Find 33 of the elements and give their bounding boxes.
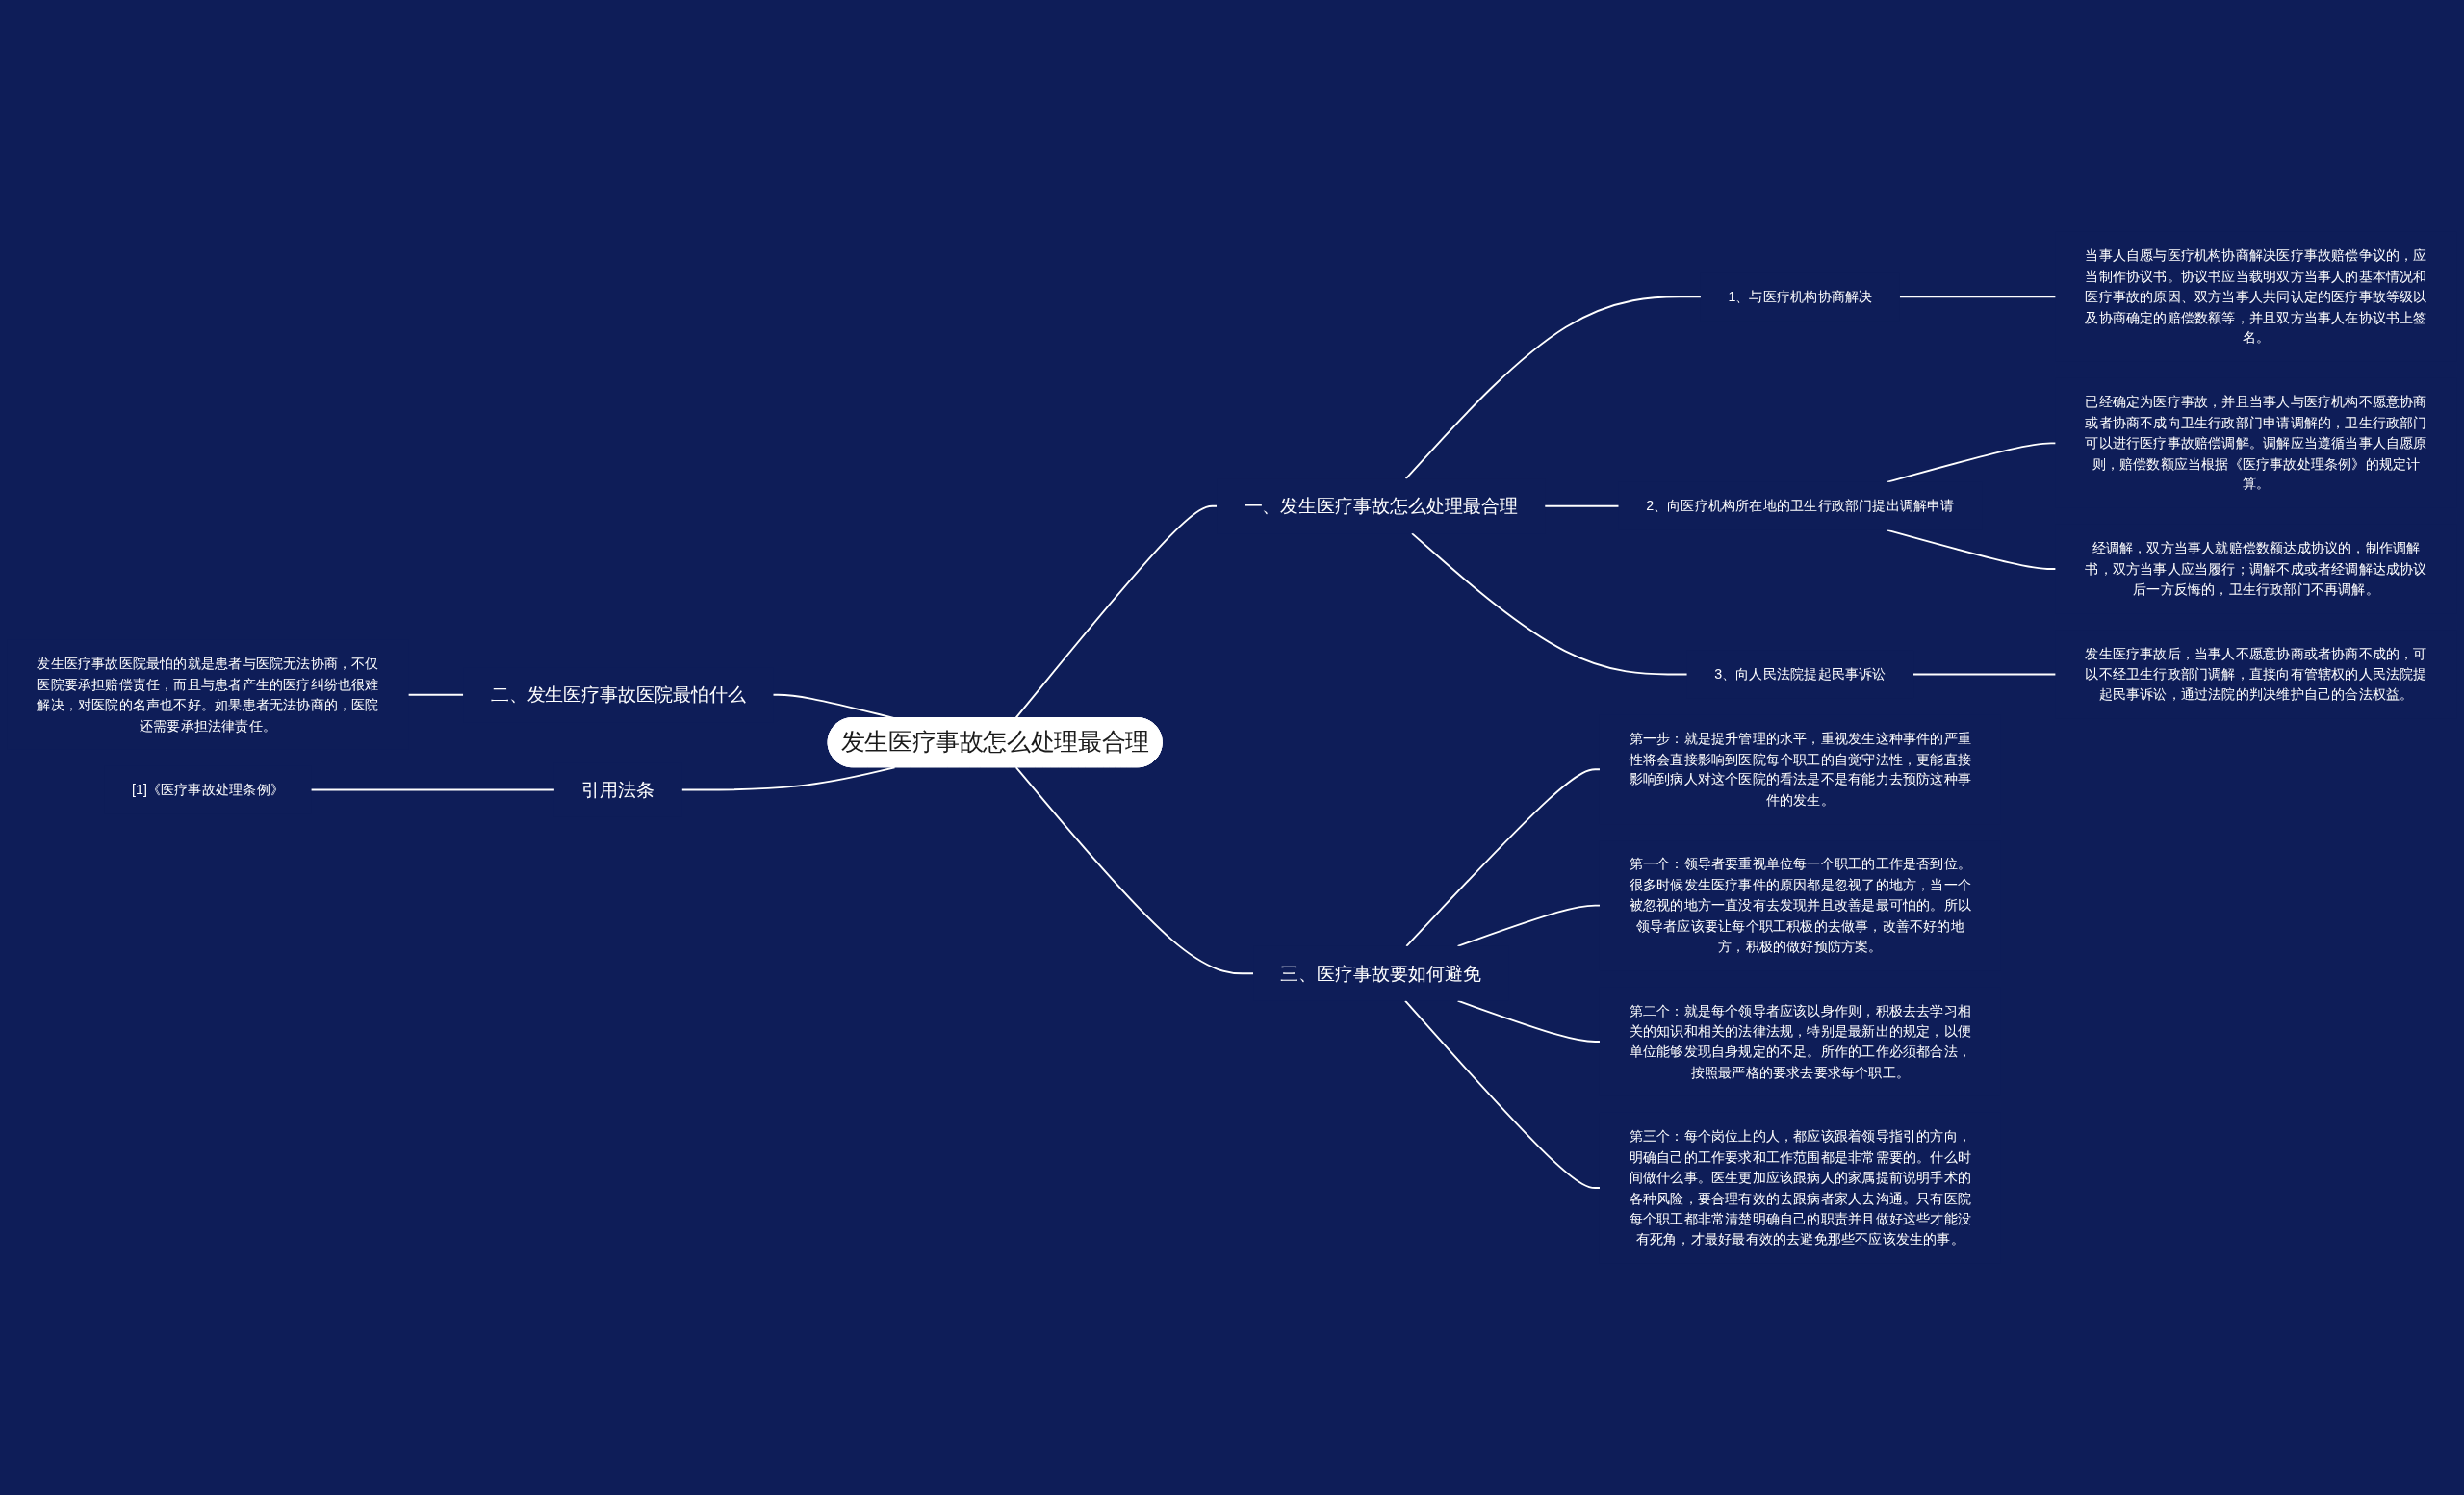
node-text: 一、发生医疗事故怎么处理最合理 — [1244, 496, 1518, 517]
node-text: 第二个：就是每个领导者应该以身作则，积极去去学习相关的知识和相关的法律法规，特别是最新出的规定，以便单位能够发现自身规定的不足。所作的工作必须都合法，按照最严格的要求去要求每个职工。 — [1629, 1002, 1971, 1080]
node-text: 经调解，双方当事人就赔偿数额达成协议的，制作调解书，双方当事人应当履行；调解不成或者经调解达成协议后一方反悔的，卫生行政部门不再调解。 — [2085, 539, 2427, 597]
node-text: 1、与医疗机构协商解决 — [1728, 288, 1873, 304]
connector — [1898, 296, 2057, 298]
node-text: 引用法条 — [581, 780, 655, 800]
connector — [1544, 504, 1620, 507]
node-text: 二、发生医疗事故医院最怕什么 — [490, 684, 746, 706]
connector — [1411, 532, 1688, 676]
connector — [680, 766, 896, 791]
node-text: 发生医疗事故医院最怕的就是患者与医院无法协商，不仅医院要承担赔偿责任，而且与患者产生的医疗纠纷也很难解决，对医院的名声也不好。如果患者无法协商的，医院还需要承担法律责任。 — [37, 656, 379, 734]
node-text: 当事人自愿与医疗机构协商解决医疗事故赔偿争议的，应当制作协议书。协议书应当载明双方当事人的基本情况和医疗事故的原因、双方当事人共同认定的医疗事故等级以及协商确定的赔偿数额等，并且双方当事人在协议书上签名。 — [2085, 246, 2427, 346]
node-text: 第一个：领导者要重视单位每一个职工的工作是否到位。很多时候发生医疗事件的原因都是忽视了的地方，当一个被忽视的地方一直没有去发现并且改善是最可怕的。所以领导者应该要让每个职工积极的去做事，改善不好的地方，积极的做好预防方案。 — [1629, 856, 1971, 954]
node-text: 3、向人民法院提起民事诉讼 — [1714, 665, 1886, 682]
connector — [1886, 528, 2057, 570]
node-text: 第一步：就是提升管理的水平，重视发生这种事件的严重性将会直接影响到医院每个职工的自觉守法性，更能直接影响到病人对这个医院的看法是不是有能力去预防这种事件的发生。 — [1629, 730, 1971, 808]
connector — [1405, 768, 1601, 947]
node-text: 2、向医疗机构所在地的卫生行政部门提出调解申请 — [1646, 497, 1955, 514]
connector — [1886, 442, 2057, 483]
connector — [310, 788, 555, 791]
node-text: [1]《医疗事故处理条例》 — [132, 781, 284, 797]
connector — [1404, 296, 1702, 480]
connector — [407, 693, 465, 696]
connector — [1456, 999, 1601, 1043]
node-text: 第三个：每个岗位上的人，都应该跟着领导指引的方向，明确自己的工作要求和工作范围都是非常需要的。什么时间做什么事。医生更加应该跟病人的家属提前说明手术的各种风险，要合理有效的去跟病者家人去沟通。只有医院每个职工都非常清楚明确自己的职责并且做好这些才能没有死角，才最好最有效的去避免那些不应该发生的事。 — [1629, 1127, 1971, 1247]
connector — [1014, 766, 1254, 975]
node-text: 发生医疗事故后，当事人不愿意协商或者协商不成的，可以不经卫生行政部门调解，直接向有管辖权的人民法院提起民事诉讼，通过法院的判决维护自己的合法权益。 — [2085, 645, 2427, 703]
node-text: 已经确定为医疗事故，并且当事人与医疗机构不愿意协商或者协商不成向卫生行政部门申请调解的，卫生行政部门可以进行医疗事故赔偿调解。调解应当遵循当事人自愿原则，赔偿数额应当根据《医疗事故处理条例》的规定计算。 — [2085, 393, 2427, 492]
connector — [1456, 904, 1601, 947]
connector — [1404, 999, 1601, 1189]
connector — [1912, 673, 2057, 676]
node-text: 三、医疗事故要如何避免 — [1280, 963, 1481, 984]
connector — [1014, 504, 1219, 719]
